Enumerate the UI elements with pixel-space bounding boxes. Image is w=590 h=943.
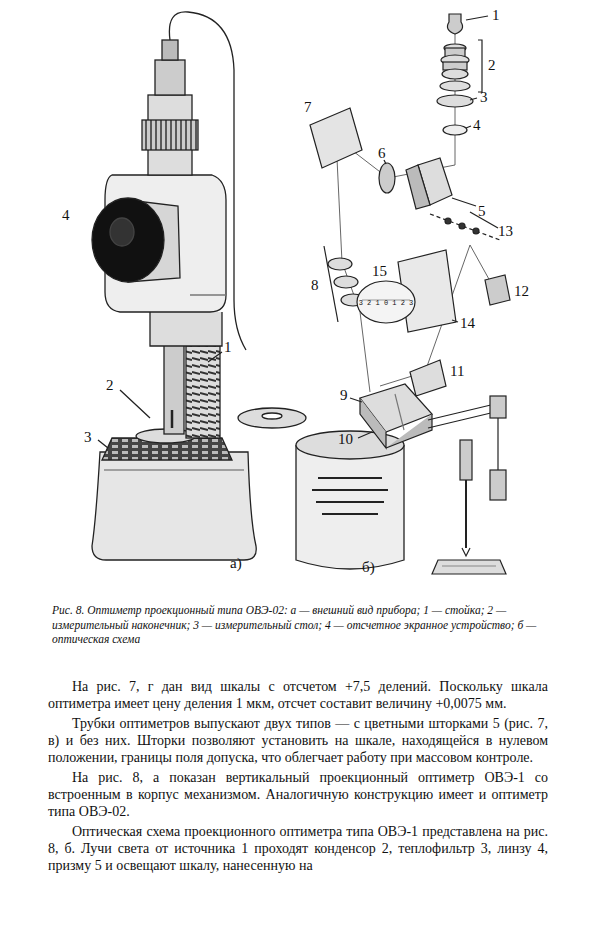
callout-number: 5 bbox=[478, 204, 486, 219]
callout-number: 2 bbox=[488, 58, 496, 73]
callout-number: а) bbox=[230, 556, 242, 571]
body-paragraph: На рис. 8, а показан вертикальный проекц… bbox=[48, 769, 548, 820]
figure-caption: Рис. 8. Оптиметр проекционный типа ОВЭ-0… bbox=[52, 603, 544, 647]
callout-number: 6 bbox=[378, 146, 386, 161]
callout-number: 9 bbox=[340, 388, 348, 403]
instrument-illustration bbox=[0, 0, 590, 600]
optical-scheme bbox=[310, 14, 510, 574]
callout-number: 1 bbox=[492, 8, 500, 23]
callout-number: 8 bbox=[311, 278, 319, 293]
callout-number: 7 bbox=[304, 100, 312, 115]
callout-number: 1 bbox=[224, 340, 232, 355]
callout-number: 4 bbox=[62, 208, 70, 223]
body-paragraph: Трубки оптиметров выпускают двух типов —… bbox=[48, 715, 548, 766]
callout-number: 10 bbox=[338, 432, 353, 447]
callout-number: 4 bbox=[473, 118, 481, 133]
external-view bbox=[92, 12, 404, 569]
callout-number: 13 bbox=[498, 224, 513, 239]
callout-number: 3 bbox=[84, 430, 92, 445]
callout-number: 14 bbox=[460, 316, 475, 331]
scale-numbers: 3 2 1 0 1 2 3 bbox=[359, 300, 414, 307]
callout-number: 3 bbox=[480, 90, 488, 105]
callout-number: 2 bbox=[106, 378, 114, 393]
callout-number: б) bbox=[362, 560, 375, 575]
body-paragraph: На рис. 7, г дан вид шкалы с отсчетом +7… bbox=[48, 678, 548, 712]
body-paragraph: Оптическая схема проекционного оптиметра… bbox=[48, 823, 548, 874]
callout-number: 12 bbox=[514, 284, 529, 299]
callout-number: 11 bbox=[450, 364, 464, 379]
callout-number: 15 bbox=[372, 264, 387, 279]
